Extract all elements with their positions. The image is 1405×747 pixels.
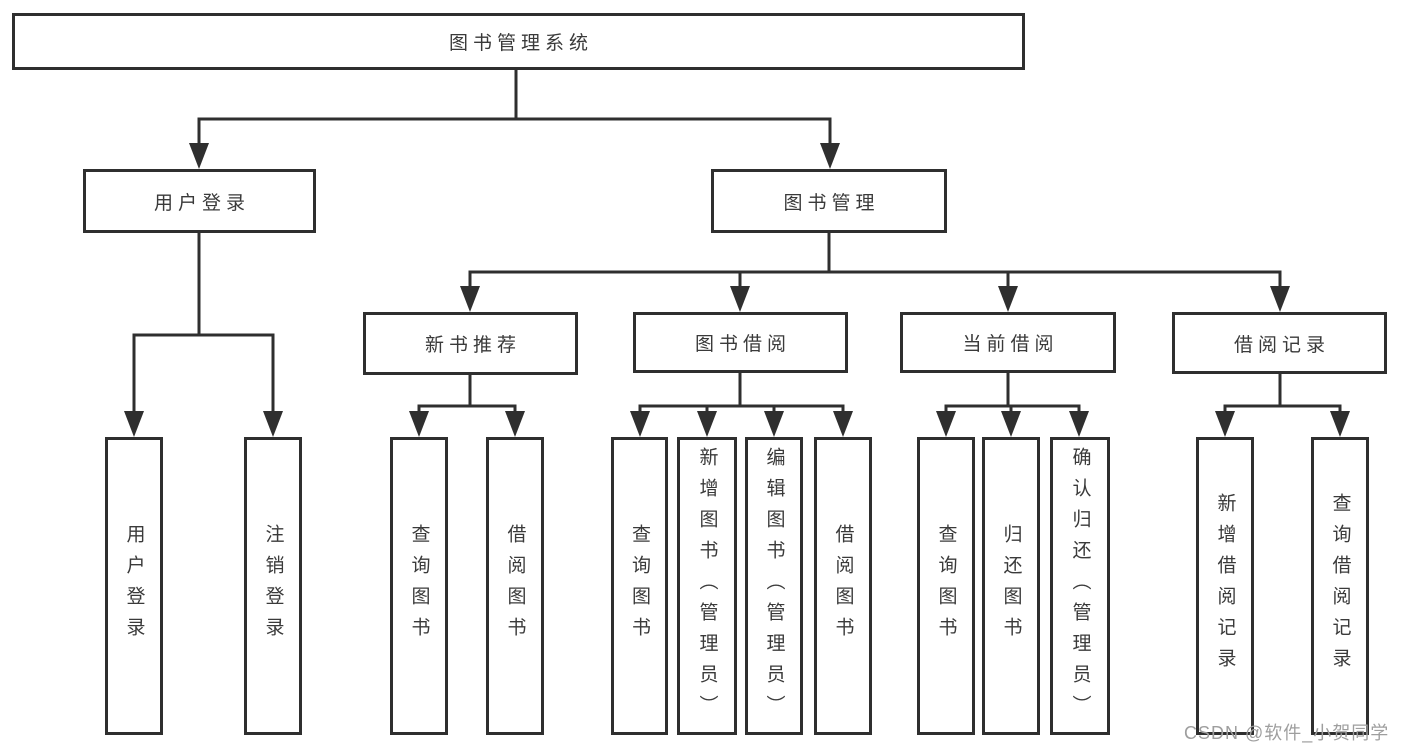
arrow-icon	[263, 411, 283, 437]
node-query-books-recommend: 查询图书	[390, 437, 448, 735]
arrow-icon	[124, 411, 144, 437]
node-borrow-records: 借阅记录	[1172, 312, 1387, 374]
node-add-borrow-record: 新增借阅记录	[1196, 437, 1254, 735]
arrow-icon	[409, 411, 429, 437]
arrow-icon	[1001, 411, 1021, 437]
arrow-icon	[936, 411, 956, 437]
arrow-icon	[505, 411, 525, 437]
node-current-borrow: 当前借阅	[900, 312, 1116, 373]
node-book-management: 图书管理	[711, 169, 947, 233]
arrow-icon	[820, 143, 840, 169]
node-borrow-books-leaf: 借阅图书	[814, 437, 872, 735]
node-query-books-borrow: 查询图书	[611, 437, 668, 735]
connector-book-borrow	[638, 373, 845, 414]
node-borrow-books-recommend: 借阅图书	[486, 437, 544, 735]
node-user-login-label: 用户登录	[153, 192, 250, 214]
node-book-borrow-label: 图书借阅	[694, 334, 791, 355]
arrow-icon	[833, 411, 853, 437]
connector-user-login	[132, 233, 275, 414]
node-query-books-current: 查询图书	[917, 437, 975, 735]
node-query-borrow-record: 查询借阅记录	[1311, 437, 1369, 735]
connector-root	[197, 70, 832, 146]
node-return-books: 归还图书	[982, 437, 1040, 735]
node-borrow-records-label: 借阅记录	[1233, 334, 1330, 356]
node-new-book-recommend: 新书推荐	[363, 312, 578, 375]
arrow-icon	[998, 286, 1018, 312]
connector-borrow-records	[1223, 374, 1342, 414]
arrow-icon	[697, 411, 717, 437]
arrow-icon	[460, 286, 480, 312]
arrow-icon	[730, 286, 750, 312]
arrow-icon	[1215, 411, 1235, 437]
node-book-borrow: 图书借阅	[633, 312, 848, 373]
node-root-label: 图书管理系统	[448, 33, 593, 54]
arrow-icon	[189, 143, 209, 169]
arrow-icon	[1270, 286, 1290, 312]
node-book-management-label: 图书管理	[783, 192, 880, 214]
arrow-icon	[630, 411, 650, 437]
node-confirm-return-admin: 确认归还（管理员）	[1050, 437, 1110, 735]
node-new-book-recommend-label: 新书推荐	[424, 335, 521, 356]
node-edit-book-admin: 编辑图书（管理员）	[745, 437, 803, 735]
node-user-login-leaf: 用户登录	[105, 437, 163, 735]
node-add-book-admin: 新增图书（管理员）	[677, 437, 737, 735]
node-current-borrow-label: 当前借阅	[962, 334, 1059, 355]
connector-new-book-recommend	[417, 375, 517, 414]
node-root: 图书管理系统	[12, 13, 1025, 70]
arrow-icon	[1069, 411, 1089, 437]
connector-book-management	[468, 233, 1282, 289]
node-user-login: 用户登录	[83, 169, 316, 233]
arrow-icon	[764, 411, 784, 437]
arrow-icon	[1330, 411, 1350, 437]
connector-current-borrow	[944, 373, 1081, 414]
node-logout: 注销登录	[244, 437, 302, 735]
csdn-watermark: CSDN @软件_小贺同学	[1184, 723, 1390, 743]
